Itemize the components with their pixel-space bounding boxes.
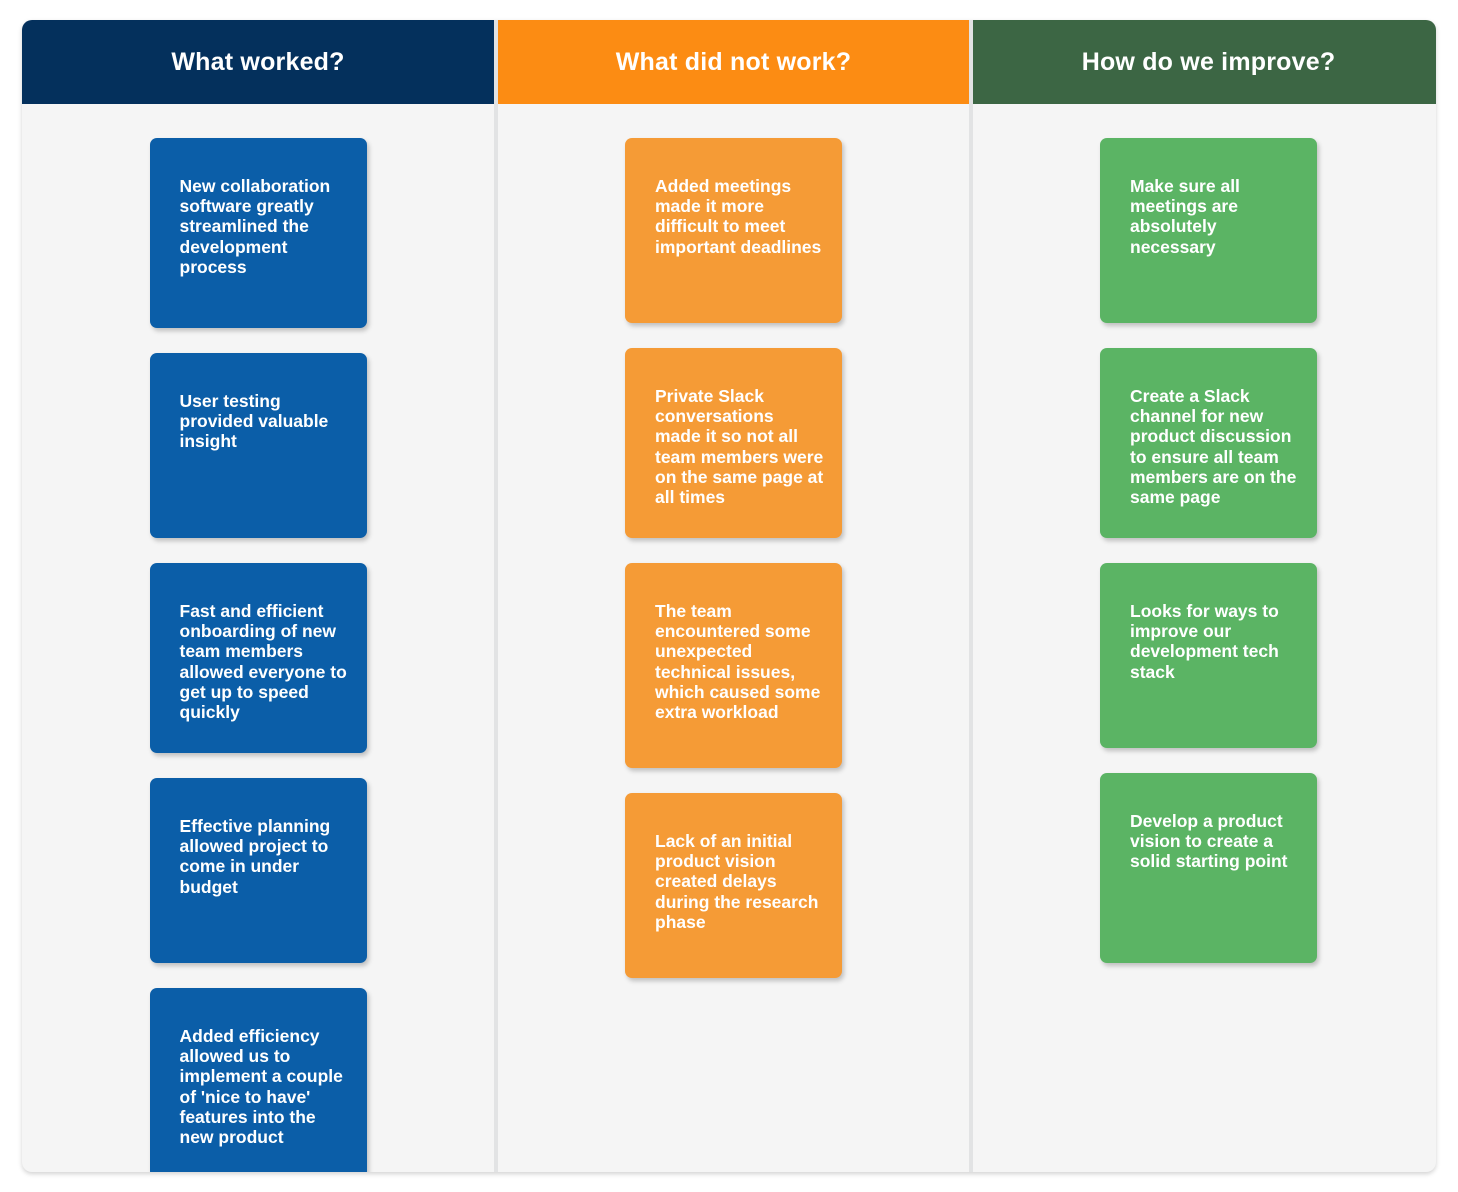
sticky-note[interactable]: Private Slack conversations made it so n… xyxy=(625,348,842,538)
column-what-worked: What worked? New collaboration software g… xyxy=(22,20,494,1172)
column-divider xyxy=(494,20,498,1172)
card-list-what-worked: New collaboration software greatly strea… xyxy=(22,104,494,1172)
column-title: What worked? xyxy=(171,47,345,76)
sticky-note-text: Looks for ways to improve our developmen… xyxy=(1130,601,1279,682)
column-title: How do we improve? xyxy=(1081,47,1336,76)
sticky-note-text: Fast and efficient onboarding of new tea… xyxy=(179,601,347,723)
sticky-note[interactable]: Added meetings made it more difficult to… xyxy=(625,138,842,323)
sticky-note-text: Create a Slack channel for new product d… xyxy=(1130,386,1297,508)
sticky-note-text: Private Slack conversations made it so n… xyxy=(655,386,824,508)
sticky-note-text: Develop a product vision to create a sol… xyxy=(1130,811,1288,872)
sticky-note[interactable]: Added efficiency allowed us to implement… xyxy=(149,988,367,1172)
sticky-note-text: The team encountered some unexpected tec… xyxy=(655,601,821,723)
sticky-note[interactable]: User testing provided valuable insight xyxy=(149,353,367,538)
sticky-note-text: Make sure all meetings are absolutely ne… xyxy=(1130,176,1240,257)
card-list-how-do-we-improve: Make sure all meetings are absolutely ne… xyxy=(973,104,1436,988)
sticky-note-text: Added efficiency allowed us to implement… xyxy=(179,1026,343,1148)
sticky-note-text: User testing provided valuable insight xyxy=(179,391,329,452)
column-header-what-worked: What worked? xyxy=(22,20,494,104)
column-title: What did not work? xyxy=(615,47,852,76)
sticky-note[interactable]: The team encountered some unexpected tec… xyxy=(625,563,842,768)
sticky-note[interactable]: Fast and efficient onboarding of new tea… xyxy=(149,563,367,753)
retrospective-board: What worked? New collaboration software g… xyxy=(22,20,1436,1172)
sticky-note[interactable]: Effective planning allowed project to co… xyxy=(149,778,367,963)
sticky-note[interactable]: Looks for ways to improve our developmen… xyxy=(1100,563,1317,748)
sticky-note-text: Added meetings made it more difficult to… xyxy=(655,176,822,257)
sticky-note[interactable]: Make sure all meetings are absolutely ne… xyxy=(1100,138,1317,323)
column-what-did-not-work: What did not work? Added meetings made it… xyxy=(498,20,969,1172)
sticky-note-text: Effective planning allowed project to co… xyxy=(179,816,331,897)
column-how-do-we-improve: How do we improve? Make sure all meetings… xyxy=(973,20,1436,1172)
sticky-note-text: New collaboration software greatly strea… xyxy=(179,176,331,277)
column-divider xyxy=(969,20,973,1172)
sticky-note[interactable]: Create a Slack channel for new product d… xyxy=(1100,348,1317,538)
sticky-note[interactable]: Lack of an initial product vision create… xyxy=(625,793,842,978)
column-header-how-do-we-improve: How do we improve? xyxy=(973,20,1436,104)
sticky-note-text: Lack of an initial product vision create… xyxy=(655,831,819,932)
sticky-note[interactable]: New collaboration software greatly strea… xyxy=(149,138,367,328)
sticky-note[interactable]: Develop a product vision to create a sol… xyxy=(1100,773,1317,963)
card-list-what-did-not-work: Added meetings made it more difficult to… xyxy=(498,104,969,1003)
column-header-what-did-not-work: What did not work? xyxy=(498,20,969,104)
